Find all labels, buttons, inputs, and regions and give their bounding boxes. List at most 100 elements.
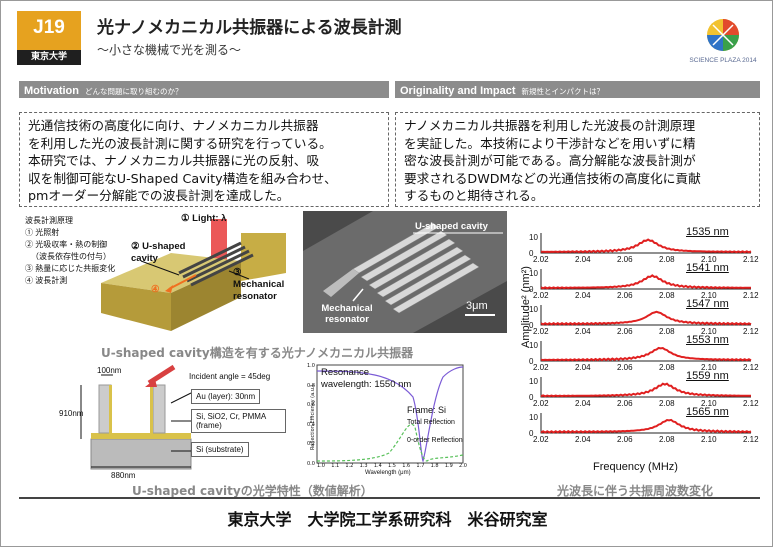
x-tick-label: 2.04 [575,291,591,300]
x-tick-label: 2.06 [617,399,633,408]
light-label: ① Light: λ [181,213,227,224]
step-3: ③ 熱量に応じた共振変化 [25,264,116,273]
sem-mech-label: Mechanical resonator [321,303,373,325]
x-tick-label: 2.10 [701,291,717,300]
series-label: 1535 nm [686,226,729,238]
x-tick-label: 2.02 [533,327,549,336]
series-line [540,274,751,290]
sim-ylabel: Reflection Efficiency (a.u.) [310,384,316,450]
principle-steps: 波長計測原理 ① 光照射 ② 光吸収率・熱の制御 （波長依存性の付与） ③ 熱量… [25,215,115,287]
sem-image: U-shaped cavity Mechanical resonator 3μm [303,211,507,333]
chart-ylabel: Amplitude² (nm²) [519,266,532,348]
x-tick-label: 2.12 [743,327,759,336]
dim-880: 880nm [111,471,136,480]
panel-axis [540,341,751,362]
y-tick-label: 0 [529,393,534,402]
series-line [541,238,752,254]
series-line [540,382,752,398]
y-tick-label: 0 [529,321,534,330]
series-label: 1553 nm [686,334,729,346]
impact-text: ナノメカニカル共振器を利用した光波長の計測原理 を実証した。本技術により干渉計な… [395,112,760,207]
x-tick-label: 2.12 [743,255,759,264]
sim-ytick: 0.2 [307,441,315,448]
y-tick-label: 0 [529,249,534,258]
series-line [540,418,752,434]
res-wavelength: wavelength: 1550 nm [321,379,412,390]
y-tick-label: 10 [529,341,538,350]
mechanical-label: ③ Mechanical resonator [233,267,285,302]
sim-ytick: 0.6 [307,402,315,409]
y-tick-label: 0 [529,357,534,366]
badge: J19 東京大学 [17,11,81,65]
x-tick-label: 2.08 [659,255,675,264]
dim-910: 910nm [59,409,84,418]
x-tick-label: 2.08 [659,327,675,336]
step-1: ① 光照射 [25,228,60,237]
impact-label: Originality and Impact [400,85,516,97]
sim-ytick: 0.8 [307,382,315,389]
x-tick-label: 2.02 [533,435,549,444]
x-tick-label: 2.04 [575,363,591,372]
x-tick-label: 2.08 [659,435,675,444]
au-box: Au (layer): 30nm [191,389,261,404]
total-reflection-label: Total Reflection [407,419,455,426]
x-tick-label: 2.08 [659,291,675,300]
badge-id: J19 [33,17,65,38]
y-tick-label: 10 [529,269,538,278]
x-tick-label: 2.12 [743,291,759,300]
y-tick-label: 10 [529,413,538,422]
chart-xlabel: Frequency (MHz) [593,461,678,473]
panel-axis [540,413,751,434]
step-2: ② 光吸収率・熱の制御 [25,240,108,249]
sim-ytick: 0.4 [307,421,315,428]
sim-xtick: 1.5 [388,463,396,469]
sim-ytick: 0.0 [307,460,315,467]
x-tick-label: 2.10 [701,399,717,408]
sim-xtick: 1.3 [359,463,368,469]
series-line [540,310,752,326]
page-title: 光ナノメカニカル共振器による波長計測 [97,18,402,38]
res-label: Resonance [321,367,370,378]
x-tick-label: 2.04 [575,327,591,336]
zero-order-label: 0-order Reflection [407,437,463,444]
cross-caption: U-shaped cavityの光学特性（数値解析） [132,484,373,498]
sim-xtick: 2.0 [459,463,467,469]
series-label: 1547 nm [686,298,729,310]
sem-ucavity-label: U-shaped cavity [415,221,488,232]
motivation-text: 光通信技術の高度化に向け、ナノメカニカル共振器 を利用した光の波長計測に関する研… [19,112,389,207]
series-label: 1565 nm [686,406,729,418]
sim-xtick: 1.7 [416,463,425,469]
ucavity-label: ② U-shaped cavity [131,241,186,264]
y-tick-label: 0 [529,429,534,438]
x-tick-label: 2.04 [575,435,591,444]
x-tick-label: 2.12 [743,435,759,444]
incident-label: Incident angle = 45deg [189,372,271,381]
impact-question: 新規性とインパクトは？ [521,87,605,96]
x-tick-label: 2.12 [743,363,759,372]
x-tick-label: 2.06 [617,291,633,300]
series-label: 1541 nm [686,262,729,274]
marker-4: ④ [151,284,160,295]
footer-divider [19,497,760,499]
panel-axis [540,233,751,254]
dim-100: 100nm [97,366,122,375]
frame-box: Si, SiO2, Cr, PMMA (frame) [191,409,286,433]
motivation-question: どんな問題に取り組むのか？ [85,87,183,96]
sim-xtick: 1.0 [317,463,325,469]
sem-scale: 3μm [466,300,488,312]
sim-xtick: 1.2 [345,463,354,469]
x-tick-label: 2.12 [743,399,759,408]
x-tick-label: 2.10 [701,327,717,336]
series-label: 1559 nm [686,370,729,382]
page-subtitle: ～小さな機械で光を測る～ [97,43,242,57]
x-tick-label: 2.08 [659,399,675,408]
